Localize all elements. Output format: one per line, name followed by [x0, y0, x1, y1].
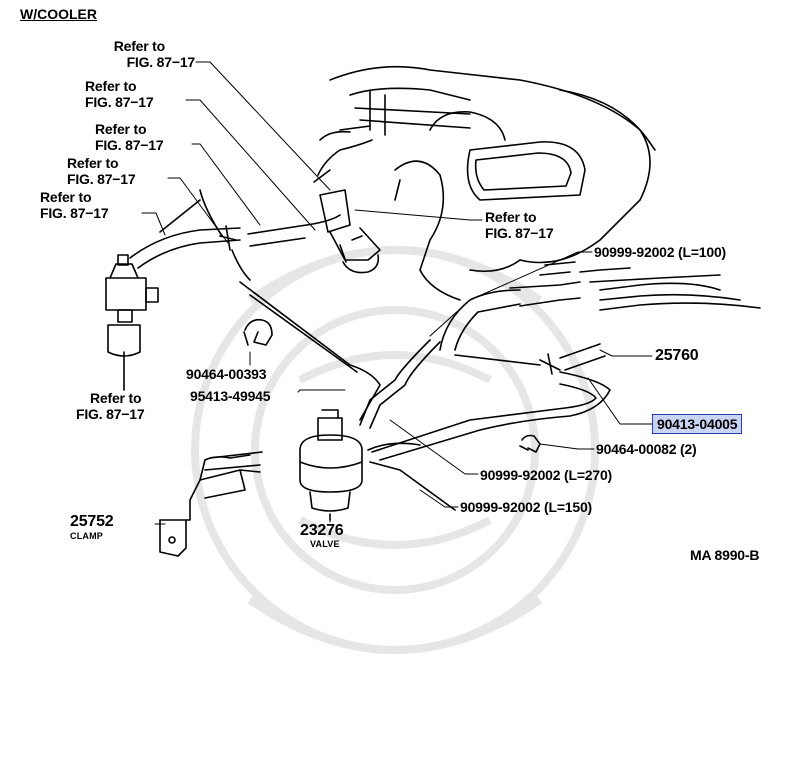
- refer-label-7: Refer to FIG. 87−17: [76, 390, 186, 422]
- clamp-25752: [159, 451, 263, 557]
- refer-line2: FIG. 87−17: [95, 137, 164, 153]
- refer-line2: FIG. 87−17: [85, 94, 154, 110]
- refer-line2: FIG. 87−17: [76, 406, 145, 422]
- leader-lines: [141, 61, 653, 525]
- refer-label-4: Refer to FIG. 87−17: [67, 155, 177, 187]
- part-caption-valve: VALVE: [310, 539, 340, 549]
- right-hoses: [359, 261, 761, 511]
- refer-line1: Refer to: [40, 189, 92, 205]
- refer-line1: Refer to: [95, 121, 147, 137]
- part-caption-clamp: CLAMP: [70, 531, 103, 541]
- vacuum-switch-left: [105, 254, 159, 391]
- part-label-hose-l100[interactable]: 90999-92002 (L=100): [594, 244, 727, 260]
- watermark-emblem: [191, 246, 599, 654]
- refer-line2: FIG. 87−17: [126, 54, 196, 70]
- part-label-95413-49945[interactable]: 95413-49945: [190, 388, 271, 404]
- refer-label-1: Refer to FIG. 87−17: [95, 38, 195, 70]
- pressure-sensor: [319, 189, 381, 274]
- part-label-25760[interactable]: 25760: [655, 347, 699, 364]
- part-label-23276[interactable]: 23276: [300, 522, 344, 539]
- refer-line1: Refer to: [67, 155, 119, 171]
- refer-line2: FIG. 87−17: [67, 171, 136, 187]
- part-label-25752[interactable]: 25752: [70, 513, 114, 530]
- page-title: W/COOLER: [20, 6, 97, 22]
- hose-clip-90464-00393: [243, 318, 273, 346]
- refer-line1: Refer to: [485, 209, 537, 225]
- refer-line2: FIG. 87−17: [485, 225, 554, 241]
- drawing-code: MA 8990-B: [690, 547, 760, 563]
- refer-label-2: Refer to FIG. 87−17: [85, 78, 195, 110]
- valve-23276: [299, 409, 363, 521]
- refer-label-6: Refer to FIG. 87−17: [485, 209, 595, 241]
- hose-clip-90464-00082: [519, 434, 541, 453]
- part-label-hose-l270[interactable]: 90999-92002 (L=270): [480, 467, 613, 483]
- part-label-90413-04005-highlighted[interactable]: 90413-04005: [652, 414, 743, 434]
- refer-label-3: Refer to FIG. 87−17: [95, 121, 205, 153]
- refer-line1: Refer to: [90, 390, 142, 406]
- part-label-90464-00393[interactable]: 90464-00393: [186, 366, 267, 382]
- part-label-90464-00082[interactable]: 90464-00082 (2): [596, 441, 697, 457]
- upper-hoses: [129, 139, 381, 421]
- refer-line1: Refer to: [85, 78, 137, 94]
- refer-label-5: Refer to FIG. 87−17: [40, 189, 150, 221]
- refer-line1: Refer to: [113, 38, 165, 54]
- part-label-hose-l150[interactable]: 90999-92002 (L=150): [460, 499, 593, 515]
- engine-body: [319, 65, 656, 301]
- refer-line2: FIG. 87−17: [40, 205, 109, 221]
